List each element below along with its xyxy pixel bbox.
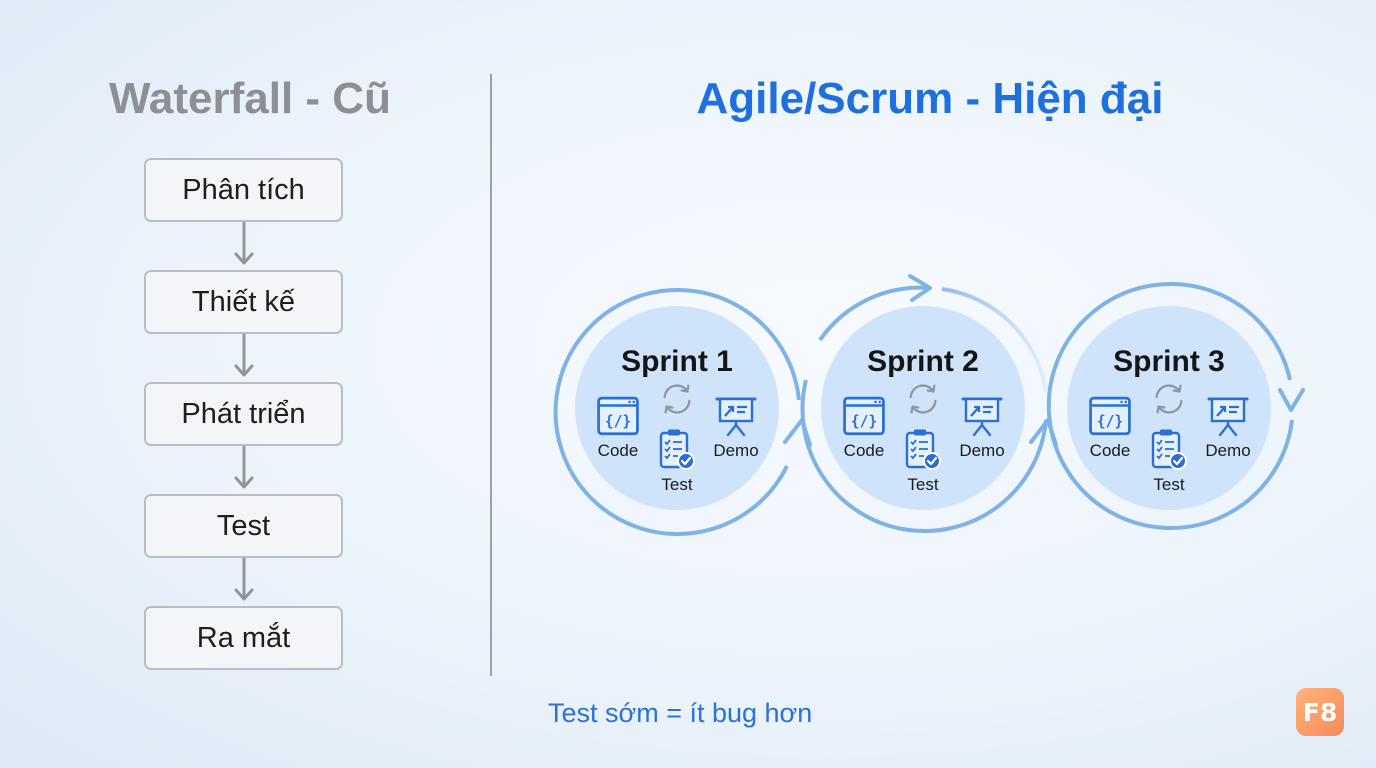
sprint-ring: [800, 379, 1048, 534]
waterfall-title: Waterfall - Cũ: [109, 74, 391, 123]
sprint-title: Sprint 2: [867, 345, 979, 378]
waterfall-step-launch: Ra mắt: [144, 606, 343, 670]
agile-title: Agile/Scrum - Hiện đại: [696, 74, 1164, 123]
sprint-title: Sprint 3: [1113, 345, 1225, 378]
arc-arrowhead-icon: [908, 274, 932, 302]
down-arrow-icon: [144, 334, 343, 382]
sprint-code-label: Code: [844, 441, 885, 460]
sprint-demo-label: Demo: [713, 441, 758, 460]
sprint-1: Sprint 1 Code Demo Test: [553, 288, 812, 536]
sprint-bubble: [1067, 306, 1271, 510]
code-window-icon: [597, 396, 639, 436]
waterfall-step-development: Phát triển: [144, 382, 343, 446]
sprint-code-label: Code: [598, 441, 639, 460]
down-arrow-icon: [144, 446, 343, 494]
sprint-test-label: Test: [661, 475, 692, 494]
down-arrow-icon: [144, 222, 343, 270]
section-divider: [490, 74, 492, 676]
sprint-bubble: [821, 306, 1025, 510]
iteration-arc-top: [818, 285, 931, 342]
sprint-3: Sprint 3 Code Demo Test: [1046, 282, 1305, 530]
waterfall-steps: Phân tích Thiết kế Phát triển Test Ra mắ…: [144, 158, 347, 670]
waterfall-step-analysis: Phân tích: [144, 158, 343, 222]
sprint-test-label: Test: [907, 475, 938, 494]
sprint-test-label: Test: [1153, 475, 1184, 494]
sprint-2: Sprint 2 Code Demo Test: [800, 306, 1058, 534]
footer-note: Test sớm = ít bug hơn: [548, 698, 813, 728]
sprint-demo-label: Demo: [959, 441, 1004, 460]
sprint-bubble: [575, 306, 779, 510]
waterfall-step-test: Test: [144, 494, 343, 558]
code-window-icon: [1089, 396, 1131, 436]
sprint-code-label: Code: [1090, 441, 1131, 460]
code-window-icon: [843, 396, 885, 436]
sprint-demo-label: Demo: [1205, 441, 1250, 460]
f8-logo: F8: [1296, 688, 1344, 736]
down-arrow-icon: [144, 558, 343, 606]
ring-arrowhead-icon: [1278, 388, 1305, 412]
iteration-arc-fade: [941, 287, 1048, 393]
sprint-ring: [553, 288, 801, 536]
sprint-ring: [1046, 282, 1294, 530]
waterfall-step-design: Thiết kế: [144, 270, 343, 334]
sprint-title: Sprint 1: [621, 345, 733, 378]
